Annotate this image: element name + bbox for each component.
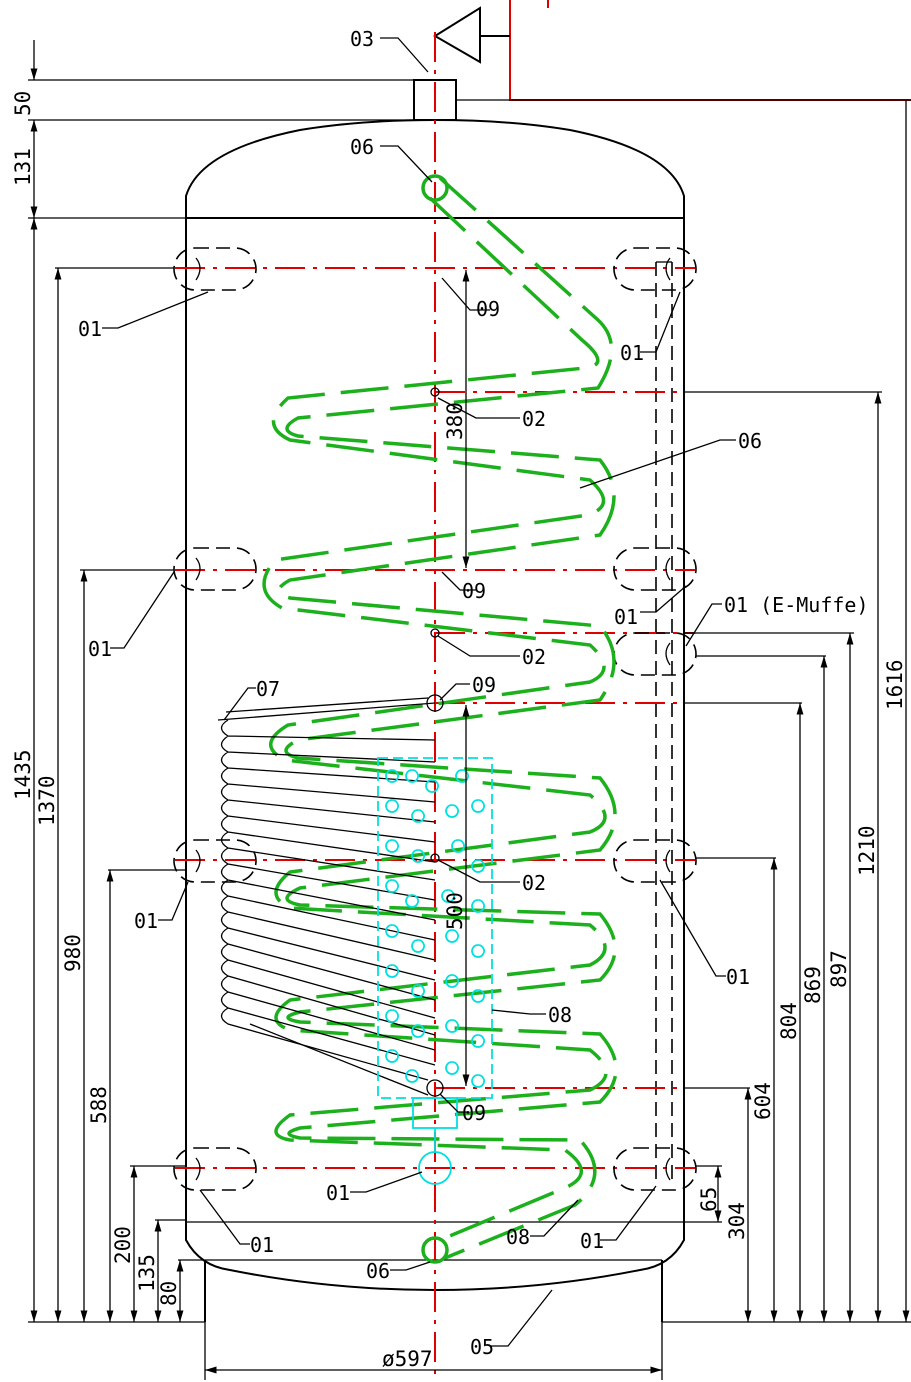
lower-heat-exchanger-coil xyxy=(217,694,444,1097)
label-08-upper: 08 xyxy=(548,1003,572,1027)
sensor-tube xyxy=(655,261,673,1185)
right-dimensions xyxy=(456,99,911,1323)
dim-804: 804 xyxy=(777,1002,801,1040)
leader-lines xyxy=(102,37,736,1347)
dim-500: 500 xyxy=(443,892,467,930)
dim-304: 304 xyxy=(725,1202,749,1240)
electric-heating-element xyxy=(377,757,493,1185)
nozzles xyxy=(173,247,697,1191)
dim-604: 604 xyxy=(751,1082,775,1120)
dim-diameter-597: ø597 xyxy=(382,1347,433,1371)
label-05: 05 xyxy=(470,1335,494,1359)
label-01-upper-left: 01 xyxy=(78,317,102,341)
label-02-mid: 02 xyxy=(522,645,546,669)
dim-980: 980 xyxy=(61,934,85,972)
dim-897: 897 xyxy=(827,950,851,988)
label-01-center: 01 xyxy=(326,1181,350,1205)
part-labels: 03 06 01 01 09 02 06 01 09 01 01 (E-Muff… xyxy=(78,27,869,1359)
dim-50: 50 xyxy=(11,91,35,116)
left-dimensions xyxy=(28,40,414,1323)
sensor-points xyxy=(430,387,440,863)
dim-135: 135 xyxy=(135,1254,159,1292)
label-02-upper: 02 xyxy=(522,407,546,431)
label-01-mid-right: 01 xyxy=(614,605,638,629)
dim-131: 131 xyxy=(11,148,35,186)
dim-200: 200 xyxy=(111,1226,135,1264)
dim-1210: 1210 xyxy=(855,825,879,876)
label-06-mid: 06 xyxy=(738,429,762,453)
dim-869: 869 xyxy=(801,966,825,1004)
dim-1616: 1616 xyxy=(883,659,907,710)
dimension-values: 50 131 1435 1370 980 588 200 135 80 380 … xyxy=(11,91,907,1371)
label-06-bottom: 06 xyxy=(366,1259,390,1283)
label-01-e-muffe: 01 (E-Muffe) xyxy=(724,593,869,617)
label-01-bottom-left: 01 xyxy=(250,1233,274,1257)
tank-stand xyxy=(204,1259,663,1322)
label-03: 03 xyxy=(350,27,374,51)
label-07: 07 xyxy=(256,677,280,701)
label-09-lower: 09 xyxy=(462,1101,486,1125)
upper-heat-exchanger-coil xyxy=(262,174,618,1264)
heating-element-pattern xyxy=(385,769,485,1088)
label-09-mid: 09 xyxy=(462,579,486,603)
label-01-bottom-right: 01 xyxy=(580,1229,604,1253)
diameter-dimension xyxy=(204,1322,663,1380)
label-01-lower-left: 01 xyxy=(134,909,158,933)
dim-380: 380 xyxy=(443,402,467,440)
label-01-upper-right: 01 xyxy=(620,341,644,365)
label-01-mid-left: 01 xyxy=(88,637,112,661)
red-title-frame xyxy=(509,0,911,101)
dim-1370: 1370 xyxy=(35,775,59,826)
vent-valve-icon xyxy=(433,6,510,64)
label-02-lower: 02 xyxy=(522,871,546,895)
label-08-lower: 08 xyxy=(506,1225,530,1249)
dim-65: 65 xyxy=(697,1187,721,1212)
dim-1435: 1435 xyxy=(11,749,35,800)
dim-80: 80 xyxy=(157,1281,181,1306)
label-06-top: 06 xyxy=(350,135,374,159)
dim-588: 588 xyxy=(87,1086,111,1124)
label-09-upper: 09 xyxy=(476,297,500,321)
label-01-lower-right: 01 xyxy=(726,965,750,989)
label-09-coil-top: 09 xyxy=(472,673,496,697)
